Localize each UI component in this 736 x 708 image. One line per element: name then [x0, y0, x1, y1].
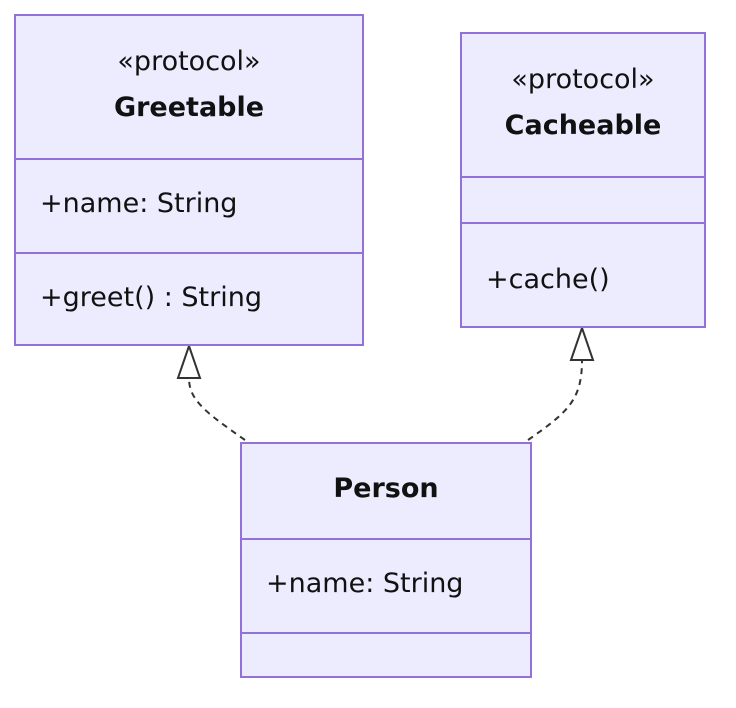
method-item: +cache() [486, 264, 610, 295]
stereotype-label: «protocol» [117, 46, 261, 77]
class-person[interactable]: Person +name: String [240, 442, 532, 678]
class-name: Greetable [113, 92, 265, 123]
class-name: Cacheable [504, 110, 662, 141]
attributes-section [462, 176, 704, 222]
methods-section: +cache() [462, 222, 704, 328]
attributes-section: +name: String [242, 538, 530, 632]
attribute-item: +name: String [40, 188, 238, 219]
class-cacheable[interactable]: «protocol» Cacheable +cache() [460, 32, 706, 328]
attributes-section: +name: String [16, 158, 362, 252]
class-greetable[interactable]: «protocol» Greetable +name: String +gree… [14, 14, 364, 346]
method-item: +greet() : String [40, 282, 262, 313]
realization-arrowhead-cacheable [569, 324, 595, 361]
class-name: Person [333, 473, 439, 504]
class-header: «protocol» Greetable [16, 16, 362, 158]
class-header: Person [242, 444, 530, 538]
realization-edge-person-greetable [188, 377, 246, 441]
stereotype-label: «protocol» [511, 64, 655, 95]
methods-section [242, 632, 530, 678]
realization-arrowhead-greetable [176, 342, 202, 379]
class-header: «protocol» Cacheable [462, 34, 704, 176]
attribute-item: +name: String [266, 568, 464, 599]
methods-section: +greet() : String [16, 252, 362, 346]
realization-edge-person-cacheable [527, 359, 583, 441]
